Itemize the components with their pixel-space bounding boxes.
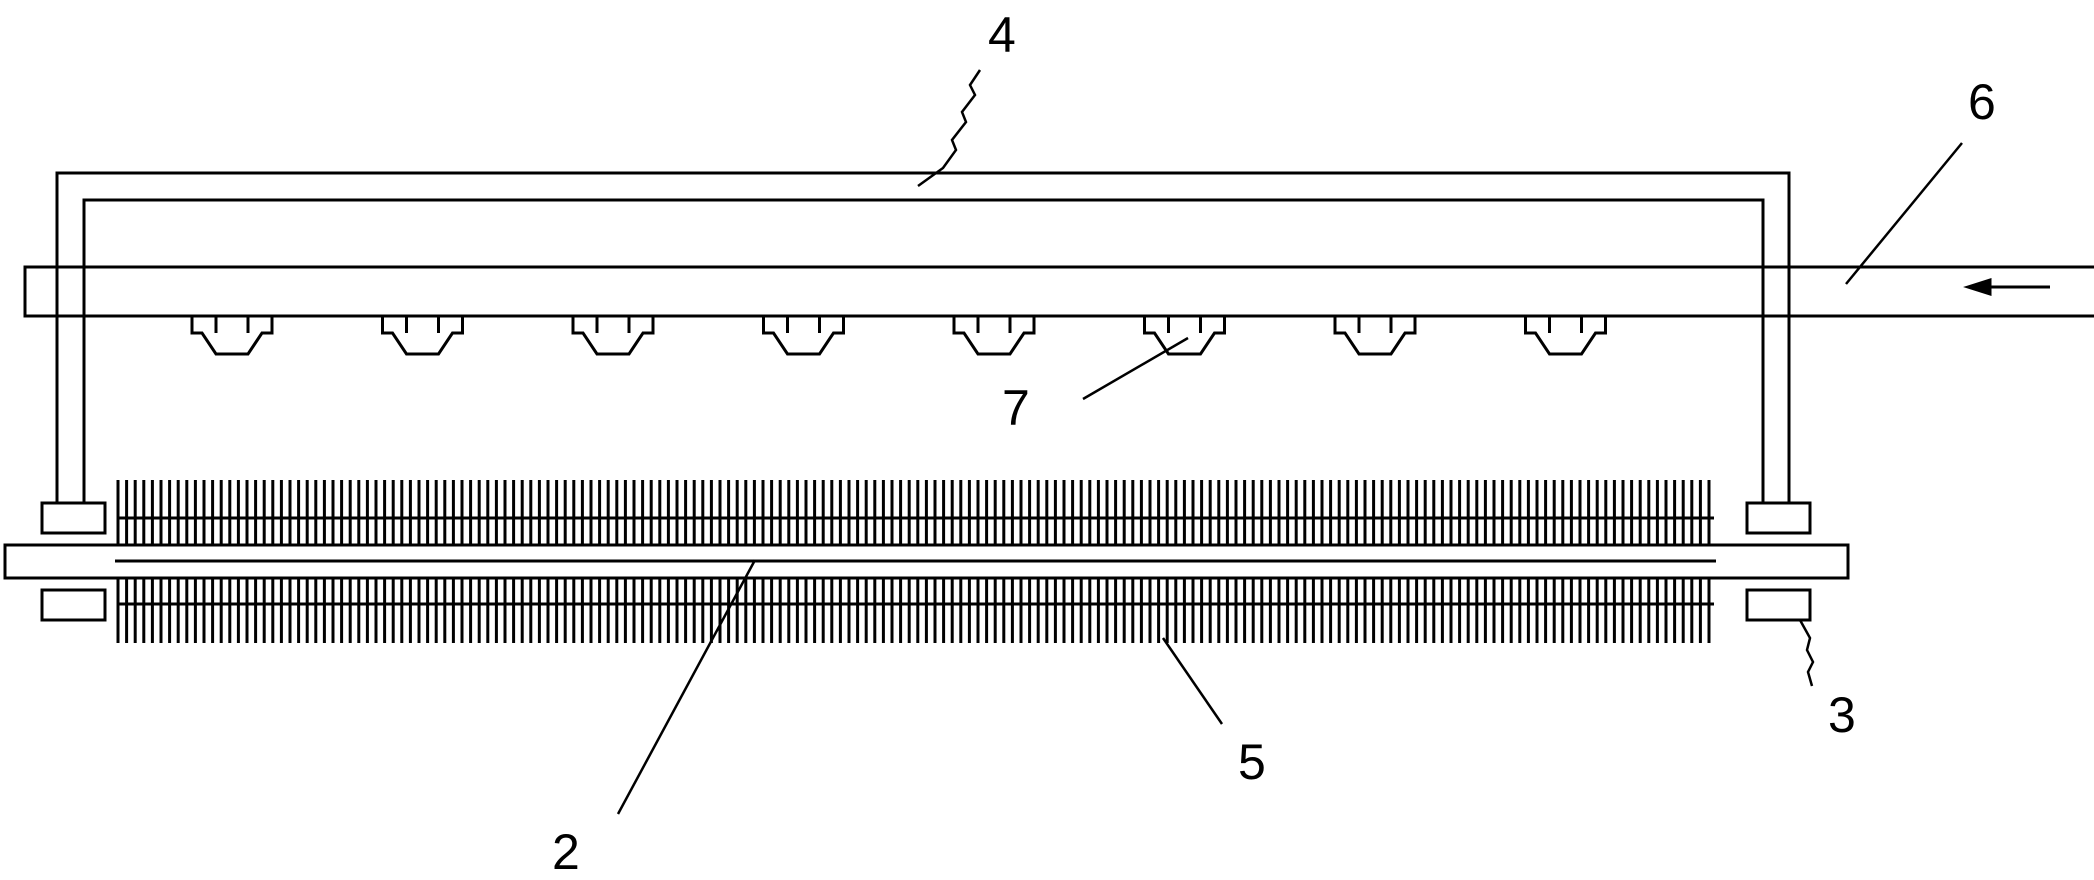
bearing-block-top-left (40, 501, 107, 535)
bearing-blocks (40, 501, 1812, 622)
bearing-block-bottom-right (1745, 588, 1812, 622)
leader-2 (616, 559, 757, 815)
bearing-block-bottom-left (40, 588, 107, 622)
label-6: 6 (1968, 74, 1996, 130)
nozzle (571, 316, 655, 356)
nozzle-neck (595, 316, 631, 333)
label-2: 2 (552, 824, 580, 880)
leader-7 (1082, 336, 1189, 401)
leader-5 (1161, 637, 1224, 725)
nozzles (190, 316, 1607, 356)
nozzle-neck (214, 316, 250, 333)
bearing-block-top-right (1745, 501, 1812, 535)
nozzle (381, 316, 464, 356)
frame-inner (82, 198, 1765, 503)
nozzle-neck (1357, 316, 1393, 333)
frame (55, 171, 1791, 503)
leader-lines (616, 69, 1963, 815)
nozzle (1143, 316, 1226, 356)
nozzle (190, 316, 274, 356)
nozzle-neck (786, 316, 821, 333)
leader-4 (917, 69, 982, 188)
leader-6 (1845, 142, 1963, 285)
brush-bristles (116, 480, 1714, 643)
nozzle (1524, 316, 1607, 356)
flow-arrow (1963, 277, 2050, 297)
nozzle (762, 316, 845, 356)
label-4: 4 (988, 7, 1016, 63)
roller-shaft (3, 543, 1850, 580)
nozzle-neck (1167, 316, 1202, 333)
nozzle (1333, 316, 1417, 356)
nozzle-neck (976, 316, 1012, 333)
label-5: 5 (1238, 734, 1266, 790)
spray-pipe (23, 265, 2094, 318)
nozzle (952, 316, 1036, 356)
nozzle-neck (405, 316, 440, 333)
pipe-end-cap (23, 265, 57, 318)
frame-outer (55, 171, 1791, 503)
label-3: 3 (1828, 687, 1856, 743)
nozzle-neck (1548, 316, 1583, 333)
leader-3 (1798, 619, 1815, 687)
label-7: 7 (1002, 380, 1030, 436)
